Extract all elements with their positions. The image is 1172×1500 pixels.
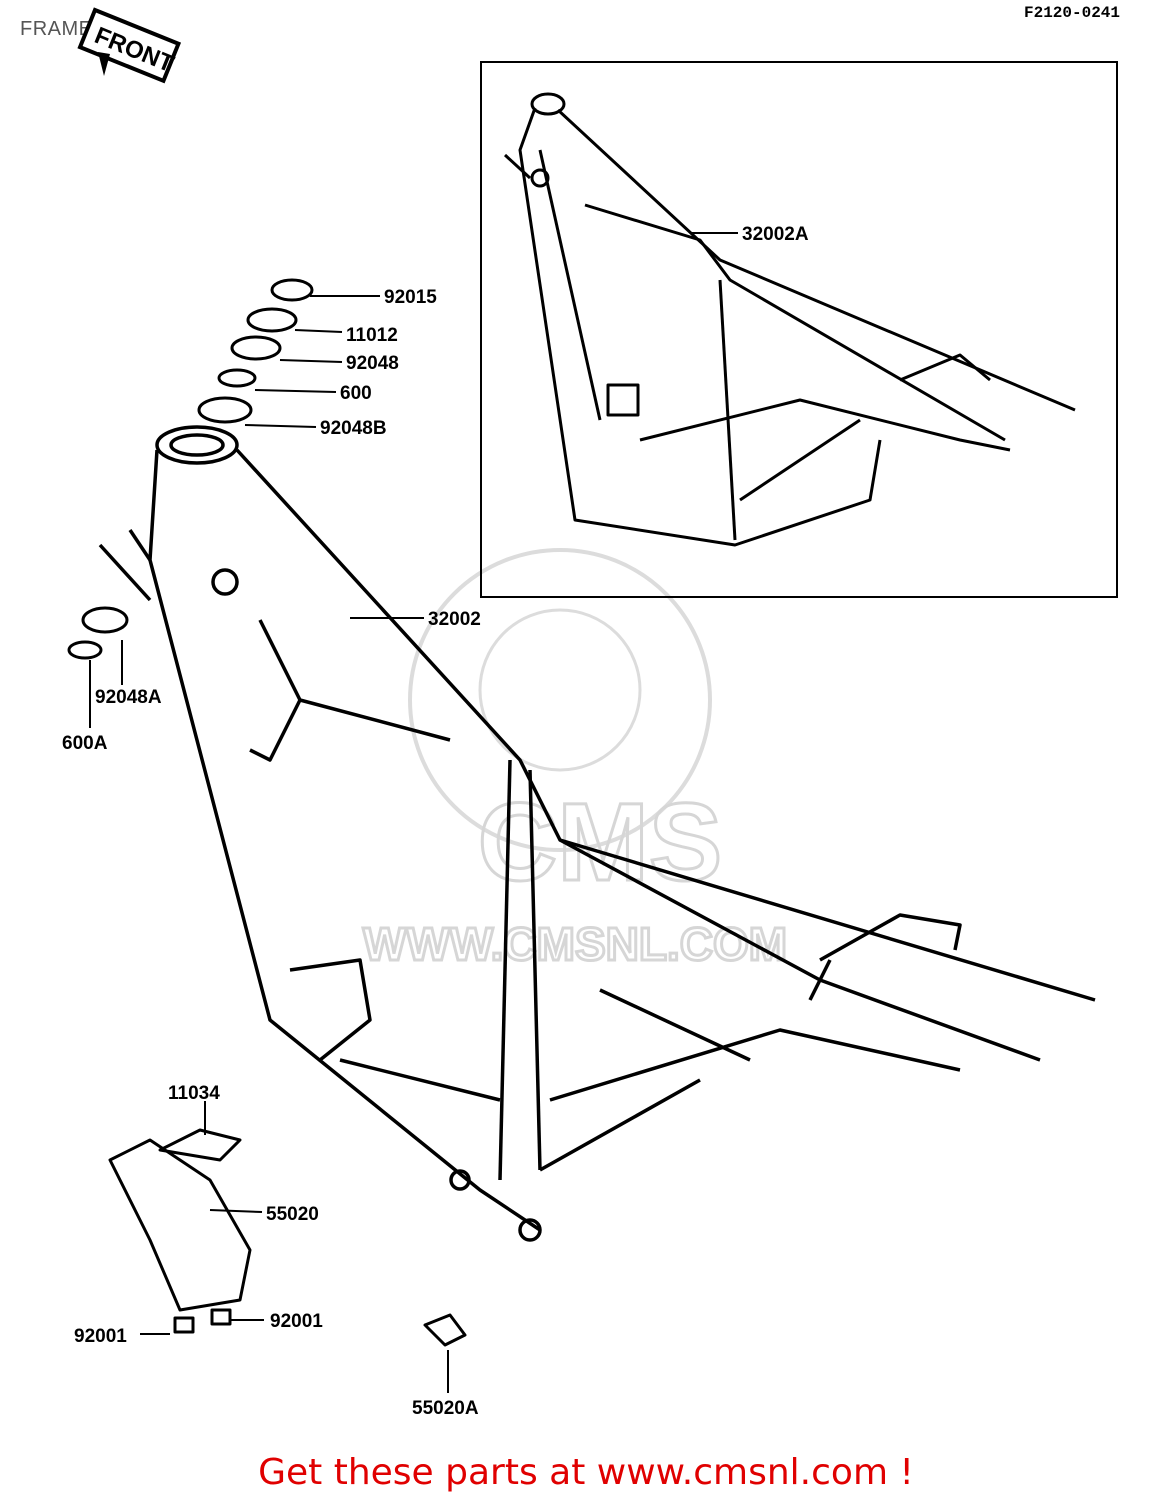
- part-11034: [158, 1128, 242, 1162]
- label-92001-right: 92001: [270, 1311, 323, 1332]
- label-92015: 92015: [384, 287, 437, 308]
- label-600: 600: [340, 383, 372, 404]
- part-55020: [108, 1138, 252, 1312]
- label-92001-left: 92001: [74, 1326, 127, 1347]
- part-600: [217, 368, 257, 388]
- part-92001-right: [210, 1308, 232, 1326]
- label-55020: 55020: [266, 1204, 319, 1225]
- diagram-code: F2120-0241: [1023, 4, 1120, 22]
- small-parts: [108, 1128, 467, 1347]
- part-92048A: [81, 606, 129, 634]
- main-frame-32002: [98, 425, 1096, 1242]
- label-92048B: 92048B: [320, 418, 387, 439]
- label-11034: 11034: [168, 1083, 220, 1104]
- diagram-title: FRAME: [20, 18, 93, 40]
- part-11012: [246, 307, 298, 333]
- part-92048: [230, 335, 282, 361]
- part-600A: [67, 640, 103, 660]
- inset-frame-32002A: [503, 92, 1076, 547]
- label-11012: 11012: [346, 325, 398, 346]
- label-92048: 92048: [346, 353, 399, 374]
- label-32002: 32002: [428, 609, 481, 630]
- watermark: CMS WWW.CMSNL.COM: [361, 548, 789, 972]
- leader-lines: [89, 232, 738, 1393]
- inset-frame-box: [480, 61, 1118, 598]
- front-arrow: FRONT: [77, 7, 182, 84]
- watermark-logo: CMS: [478, 781, 722, 904]
- part-92001-left: [173, 1316, 195, 1334]
- label-600A: 600A: [62, 733, 108, 754]
- part-55020A: [423, 1313, 467, 1347]
- label-92048A: 92048A: [95, 687, 162, 708]
- label-32002A: 32002A: [742, 224, 809, 245]
- watermark-url: WWW.CMSNL.COM: [363, 918, 787, 970]
- label-55020A: 55020A: [412, 1398, 479, 1419]
- footer-link[interactable]: Get these parts at www.cmsnl.com !: [258, 1452, 914, 1493]
- part-92048B: [197, 396, 253, 424]
- headstock-parts: [67, 278, 314, 660]
- part-92015: [270, 278, 314, 302]
